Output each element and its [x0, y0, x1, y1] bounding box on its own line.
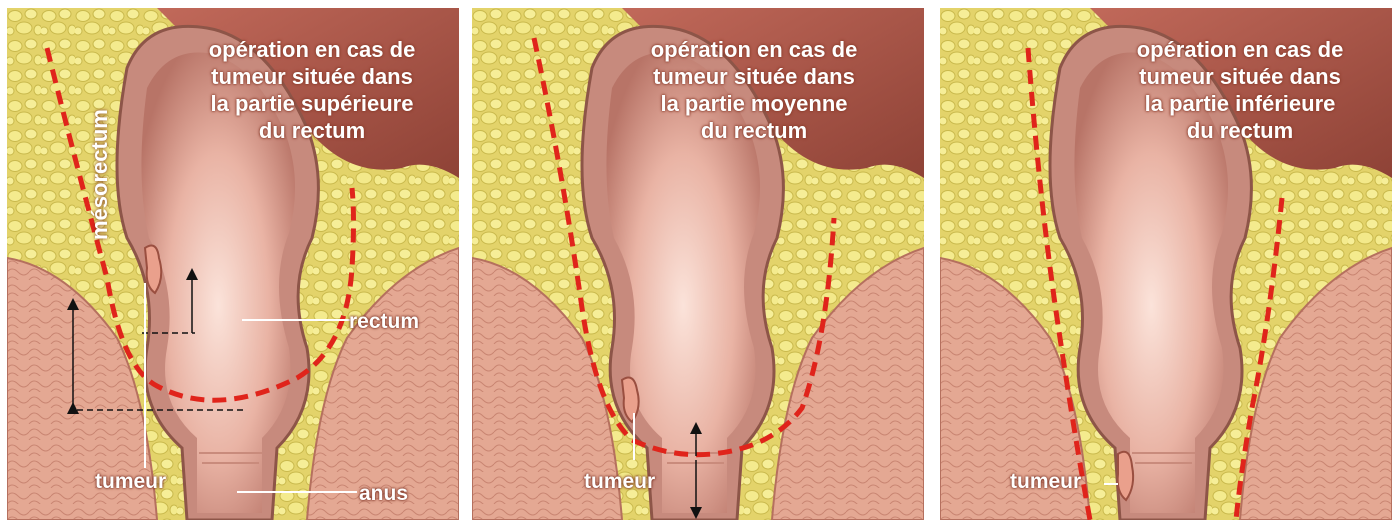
tumour-label: tumeur — [95, 470, 166, 494]
tumour — [1118, 452, 1133, 500]
panel-upper-title: opération en cas de tumeur située dans l… — [167, 36, 457, 144]
anus-label: anus — [359, 482, 408, 506]
panel-lower-title: opération en cas de tumeur située dans l… — [1090, 36, 1390, 144]
panel-lower: opération en cas de tumeur située dans l… — [940, 8, 1392, 520]
panel-middle: opération en cas de tumeur située dans l… — [472, 8, 924, 520]
panel-middle-title: opération en cas de tumeur située dans l… — [604, 36, 904, 144]
rectum-label: rectum — [349, 310, 419, 334]
tumour-label: tumeur — [1010, 470, 1081, 494]
panel-upper: opération en cas de tumeur située dans l… — [7, 8, 459, 520]
mesorectum-label: mésorectum — [87, 109, 113, 240]
tumour-label: tumeur — [584, 470, 655, 494]
